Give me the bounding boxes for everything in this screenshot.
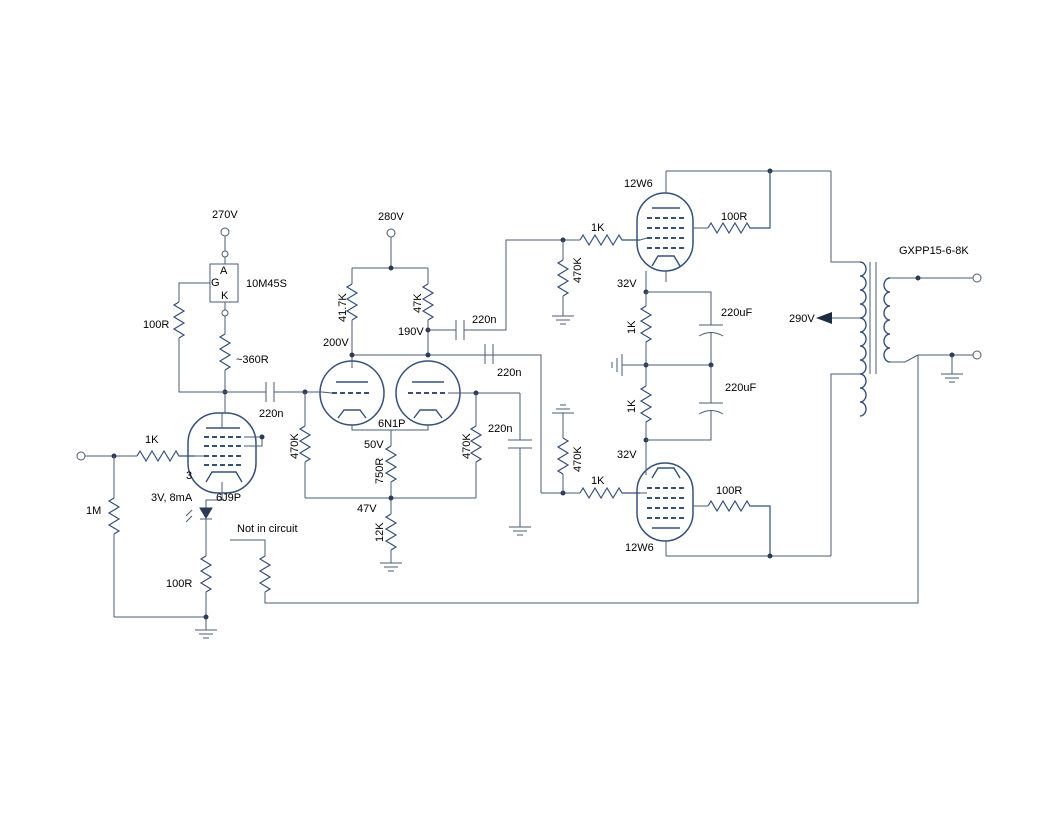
tube-12w6-bottom [636, 460, 708, 556]
resistor-470k-left [298, 425, 312, 463]
capacitor-220uf-bot [698, 402, 724, 415]
resistor-470k-top [556, 259, 570, 297]
resistor-1k-top [579, 233, 640, 247]
resistor-47k [421, 283, 435, 321]
label-scr-a: A [220, 265, 228, 277]
label-1k-bot: 1K [591, 475, 605, 487]
label-1k-cathode-top: 1K [626, 320, 638, 334]
label-scr-k: K [221, 290, 229, 302]
ground-icon-driver [380, 562, 402, 572]
label-41-7k: 41.7K [337, 293, 349, 322]
tube-6j9p [187, 412, 265, 494]
label-tube-6n1p: 6N1P [378, 418, 406, 430]
label-100r-gate: 100R [143, 319, 169, 331]
resistor-100r-top-out [707, 171, 771, 235]
resistor-750r [384, 445, 398, 483]
label-470k-left: 470K [289, 433, 301, 459]
label-scr-g: G [211, 277, 220, 289]
label-1k-input: 1K [145, 434, 159, 446]
driver-stage [298, 228, 580, 572]
ground-icon-cathode [611, 354, 623, 376]
resistor-100r-gate [172, 301, 186, 339]
label-tube-6j9p: 6J9P [216, 492, 241, 504]
label-100r-bot-out: 100R [716, 485, 742, 497]
capacitor-220n-c [508, 439, 532, 449]
label-470k-right: 470K [461, 433, 473, 459]
label-not-in-circuit: Not in circuit [237, 523, 298, 535]
label-220n-input: 220n [259, 408, 283, 420]
label-220uf-bot: 220uF [725, 382, 756, 394]
label-280v: 280V [378, 211, 404, 223]
resistor-470k-right [469, 425, 483, 463]
tube-12w6-top [636, 171, 708, 292]
led-diode [199, 507, 213, 519]
label-transformer: GXPP15-6-8K [899, 245, 969, 257]
label-270v: 270V [212, 209, 238, 221]
label-220n-b: 220n [497, 367, 521, 379]
capacitor-220n-b [484, 344, 494, 364]
label-12k: 12K [374, 522, 386, 542]
label-1k-cathode-bot: 1K [626, 399, 638, 413]
label-100r-cathode: 100R [166, 578, 192, 590]
ground-icon-grid-top [552, 315, 574, 325]
capacitor-220n-a [455, 320, 465, 340]
label-1k-top: 1K [591, 222, 605, 234]
ground-icon-input [195, 629, 217, 639]
label-220n-a: 220n [472, 314, 496, 326]
resistor-41-7k [345, 283, 359, 321]
capacitor-220n-input [265, 382, 275, 402]
label-470k-top: 470K [572, 257, 584, 283]
label-scr-part: 10M45S [246, 278, 287, 290]
label-190v: 190V [398, 326, 424, 338]
ground-icon-output [941, 373, 963, 383]
b-plus-arrow-icon [816, 312, 832, 324]
resistor-100r-cathode [199, 555, 213, 593]
led-light-icon [185, 509, 193, 523]
capacitor-220uf-top [698, 324, 724, 337]
label-47k: 47K [412, 293, 424, 313]
label-200v: 200V [323, 337, 349, 349]
output-stage [541, 168, 982, 559]
resistor-470k-bottom [556, 437, 570, 475]
label-290v: 290V [789, 313, 815, 325]
label-750r: 750R [374, 458, 386, 484]
label-360r: ~360R [236, 354, 269, 366]
labels: 270V A G K 10M45S 100R ~360R 220n 1K 3 3… [86, 178, 969, 590]
label-tube-12w6-bot: 12W6 [625, 542, 654, 554]
label-tube-12w6-top: 12W6 [624, 178, 653, 190]
label-pin3: 3 [186, 470, 192, 482]
resistor-feedback [258, 555, 272, 593]
label-50v: 50V [364, 439, 384, 451]
ground-icon-cap [509, 526, 531, 536]
ground-icon-grid-bot [552, 404, 574, 414]
output-transformer [816, 171, 919, 556]
input-terminal [76, 451, 86, 461]
resistor-12k [384, 513, 398, 551]
label-32v-bot: 32V [617, 449, 637, 461]
label-1m: 1M [86, 505, 101, 517]
speaker-terminal-plus [972, 273, 982, 283]
speaker-terminal-minus [972, 350, 982, 360]
terminal-270v [220, 227, 230, 237]
resistor-1m [107, 497, 121, 535]
resistor-360r [218, 333, 232, 371]
resistor-1k-cathode-bot [639, 385, 653, 423]
resistor-1k-bottom [579, 486, 640, 500]
terminal-280v [386, 228, 396, 238]
resistor-1k-cathode-top [639, 305, 653, 343]
resistor-1k-grid [136, 449, 195, 463]
label-470k-bot: 470K [572, 446, 584, 472]
label-32v-top: 32V [617, 278, 637, 290]
label-220n-c: 220n [488, 423, 512, 435]
label-100r-top-out: 100R [721, 211, 747, 223]
label-47v: 47V [357, 503, 377, 515]
label-220uf-top: 220uF [721, 307, 752, 319]
label-led-voltage: 3V, 8mA [151, 492, 193, 504]
resistor-100r-bot-out [707, 499, 771, 556]
input-stage [76, 227, 919, 639]
